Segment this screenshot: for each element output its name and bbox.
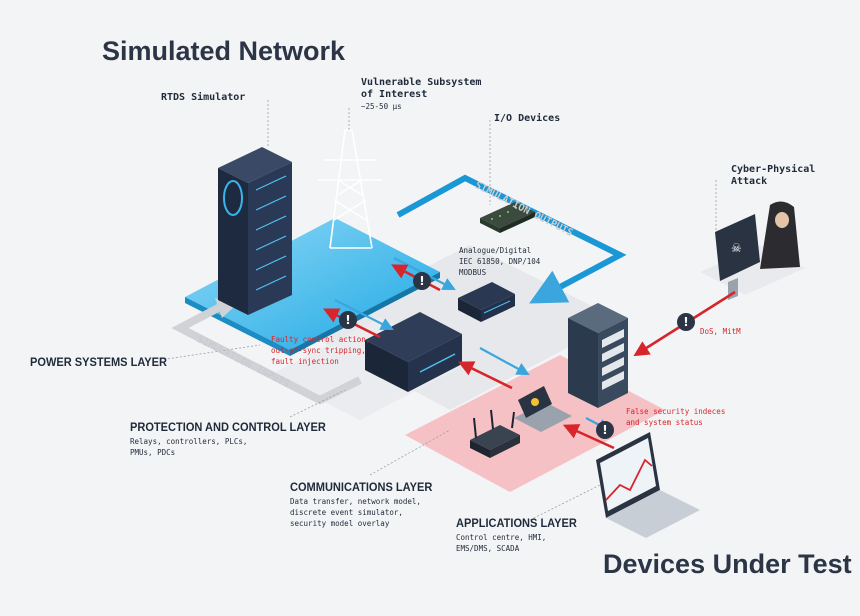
applications-layer-title: APPLICATIONS LAYER	[456, 516, 577, 530]
router-icon	[470, 409, 520, 458]
simulation-inputs-arrow	[171, 302, 362, 405]
analogue-label: Analogue/Digital IEC 61850, DNP/104 MODB…	[459, 246, 541, 277]
simulation-outputs-arrow	[396, 174, 627, 304]
io-module-icon	[480, 202, 535, 233]
io-devices-label: I/O Devices	[494, 113, 561, 124]
communications-layer-title: COMMUNICATIONS LAYER	[290, 480, 433, 494]
faulty-label: Faulty control action, out-of-sync tripp…	[271, 335, 371, 366]
controller-icon	[458, 282, 515, 322]
laptop-lock-icon	[514, 386, 572, 432]
vulnerable-label-1: Vulnerable Subsystem	[361, 77, 482, 88]
svg-text:!: !	[345, 313, 350, 327]
vulnerable-time: ~25-50 μs	[361, 102, 402, 111]
vulnerable-label-2: of Interest	[361, 89, 428, 100]
false-security-label: False security indeces and system status	[626, 407, 726, 427]
protection-layer-desc: Relays, controllers, PLCs, PMUs, PDCs	[130, 437, 248, 457]
server-rack-icon	[218, 147, 292, 315]
communications-layer-desc: Data transfer, network model, discrete e…	[290, 497, 421, 528]
svg-text:!: !	[602, 423, 607, 437]
power-pylon-icon	[318, 129, 382, 249]
relay-icon	[365, 312, 462, 392]
svg-text:!: !	[683, 315, 688, 329]
svg-text:☠: ☠	[731, 241, 742, 255]
protection-layer-title: PROTECTION AND CONTROL LAYER	[130, 420, 326, 434]
applications-layer-desc: Control centre, HMI, EMS/DMS, SCADA	[456, 533, 547, 553]
devices-under-test-title: Devices Under Test	[603, 549, 852, 579]
power-systems-layer-title: POWER SYSTEMS LAYER	[30, 355, 168, 369]
monitor-chart-icon	[596, 432, 700, 538]
rtds-label: RTDS Simulator	[161, 92, 246, 103]
cyber-attack-label-1: Cyber-Physical	[731, 164, 816, 175]
power-systems-platform	[185, 218, 440, 350]
dos-label: DoS, MitM	[700, 327, 741, 336]
warning-icon	[339, 272, 695, 439]
comm-server-icon	[568, 303, 628, 408]
svg-text:!: !	[419, 274, 424, 288]
simulated-network-title: Simulated Network	[102, 36, 346, 66]
cyber-attack-label-2: Attack	[731, 176, 768, 187]
